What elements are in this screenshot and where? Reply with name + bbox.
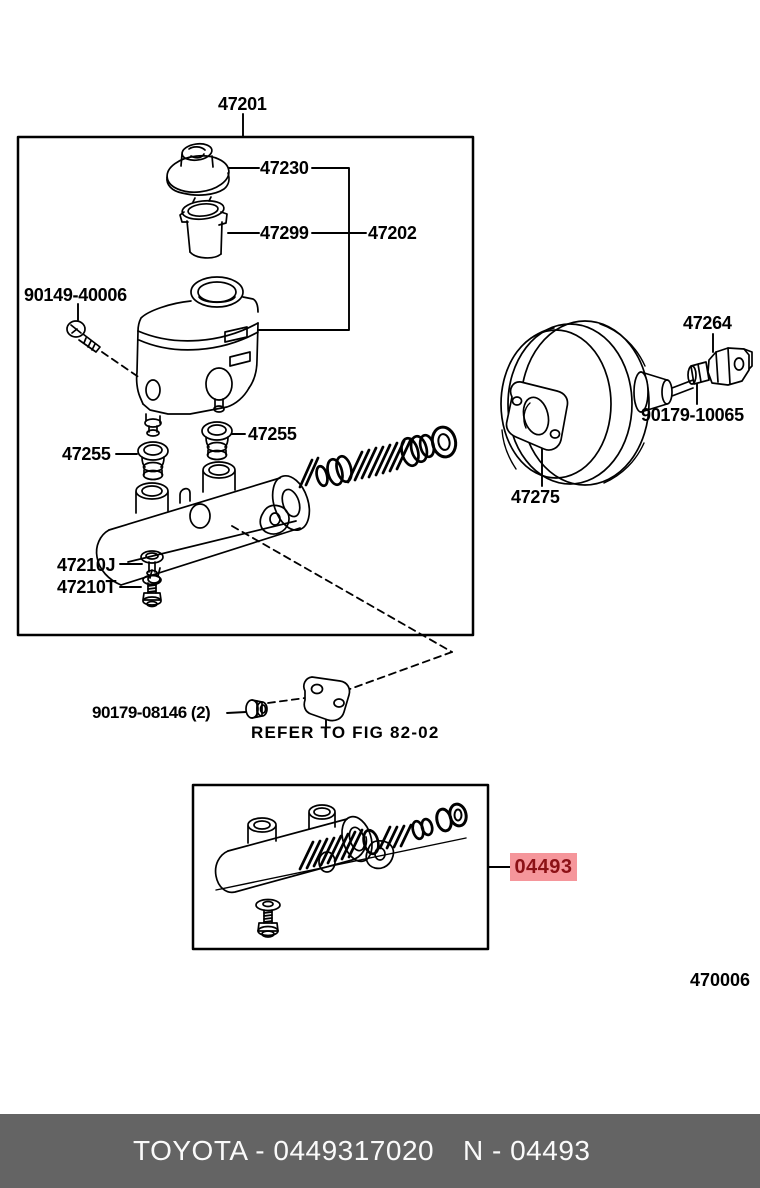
part-label-clevis-nut[interactable]: 90179-10065 [641, 405, 744, 425]
part-label-cap[interactable]: 47230 [260, 158, 309, 178]
part-label-flare-nut[interactable]: 90179-08146 (2) [92, 703, 211, 722]
part-label-reservoir[interactable]: 47202 [368, 223, 417, 243]
part-label-pin[interactable]: 47210J [57, 555, 116, 575]
screw-drawing [66, 320, 101, 353]
figure-code: 470006 [690, 970, 751, 990]
main-box [16, 135, 475, 637]
part-label-grommet-b[interactable]: 47255 [62, 444, 111, 464]
footer-bar: TOYOTA - 0449317020 N - 04493 [0, 1114, 760, 1188]
bolt-drawing [142, 574, 162, 608]
part-label-clevis[interactable]: 47264 [683, 313, 732, 333]
reservoir-tank-drawing [135, 276, 259, 437]
flare-nut-drawing [245, 699, 268, 719]
repair-kit-drawing [214, 802, 468, 938]
refer-note: REFER TO FIG 82-02 [251, 723, 440, 742]
float-drawing [179, 196, 228, 259]
dashed-lines [101, 351, 453, 704]
piston-stack-drawing [298, 425, 458, 489]
part-label-bolt[interactable]: 47210T [57, 577, 117, 597]
booster-gasket-drawing [505, 381, 569, 451]
leader-lines [77, 113, 714, 868]
grommet-drawing-b [137, 441, 169, 481]
part-label-screw[interactable]: 90149-40006 [24, 285, 127, 305]
footer-part-number: N - 04493 [463, 1135, 591, 1166]
grommet-drawing-a [201, 421, 233, 461]
highlighted-part-label[interactable]: 04493 [510, 853, 577, 881]
reservoir-cap-drawing [166, 142, 230, 196]
part-label-grommet-a[interactable]: 47255 [248, 424, 297, 444]
bracket-plate-drawing [302, 676, 351, 722]
part-label-float[interactable]: 47299 [260, 223, 309, 243]
footer-catalog-number: TOYOTA - 0449317020 [133, 1135, 435, 1166]
brake-booster-drawing [500, 320, 753, 486]
master-cylinder-drawing [95, 461, 311, 586]
part-label-assembly[interactable]: 47201 [218, 94, 267, 114]
part-label-gasket[interactable]: 47275 [511, 487, 560, 507]
